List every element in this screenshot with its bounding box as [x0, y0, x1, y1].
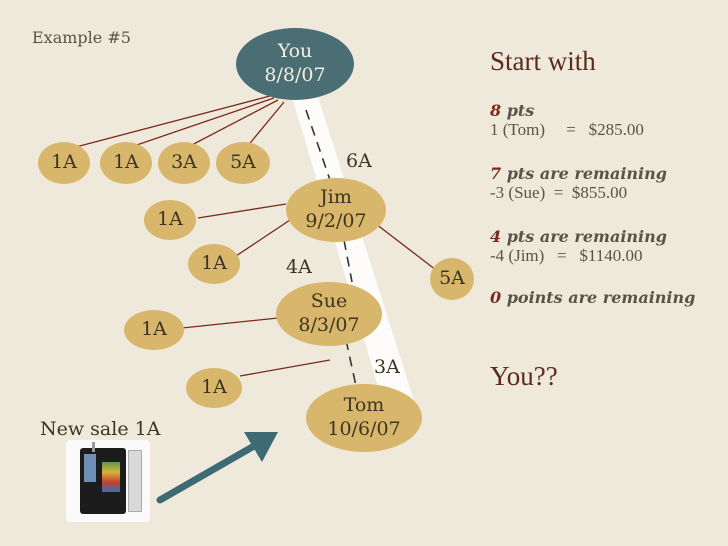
- block-4pts-title: 4 pts are remaining: [490, 227, 722, 246]
- device-panel: [128, 450, 142, 512]
- spine-highlight: [290, 90, 420, 420]
- block-7pts-label: pts are remaining: [501, 164, 667, 183]
- new-sale-label: New sale 1A: [40, 418, 161, 440]
- jim-node: Jim 9/2/07: [286, 178, 386, 242]
- block-7pts-title: 7 pts are remaining: [490, 164, 722, 183]
- line-you-1a-b: [127, 97, 275, 149]
- badge-label: 1A: [157, 208, 183, 231]
- sue-name: Sue: [310, 290, 348, 313]
- line-jim-5a: [375, 223, 437, 271]
- jim-name: Jim: [320, 186, 352, 209]
- badge-label: 1A: [113, 151, 139, 174]
- spine-label-4a: 4A: [286, 256, 312, 278]
- spine-sue-tom: [345, 339, 357, 387]
- block-4pts: 4 pts are remaining -4 (Jim) = $1140.00: [490, 227, 722, 266]
- sue-child-1a: 1A: [124, 310, 184, 350]
- tom-child-1a: 1A: [186, 368, 242, 408]
- sue-date: 8/3/07: [298, 314, 360, 336]
- block-8pts-title: 8 pts: [490, 101, 722, 120]
- info-panel: Start with 8 pts 1 (Tom) = $285.00 7 pts…: [490, 46, 722, 392]
- line-tom-1a: [239, 359, 331, 377]
- badge-label: 1A: [201, 252, 227, 275]
- you-name: You: [277, 40, 313, 63]
- block-0pts-label: points are remaining: [501, 288, 696, 307]
- jim-child-1a-left: 1A: [144, 200, 196, 240]
- line-you-1a-a: [71, 95, 271, 149]
- block-0pts: 0 points are remaining: [490, 288, 722, 307]
- block-4pts-line: -4 (Jim) = $1140.00: [490, 246, 643, 265]
- block-8pts-line: 1 (Tom) = $285.00: [490, 120, 644, 139]
- device-spout: [92, 442, 95, 452]
- badge-label: 1A: [201, 376, 227, 399]
- panel-heading: Start with: [490, 46, 596, 76]
- badge-5a-side: 5A: [430, 258, 474, 300]
- block-8pts-label: pts: [501, 101, 535, 120]
- block-8pts: 8 pts 1 (Tom) = $285.00: [490, 101, 722, 140]
- device-buttons: [102, 462, 120, 492]
- tom-node: Tom 10/6/07: [306, 384, 422, 452]
- block-8pts-num: 8: [490, 101, 502, 120]
- top-badge-3a: 3A: [158, 142, 210, 184]
- badge-label: 1A: [141, 318, 167, 341]
- top-badge-1a-a: 1A: [38, 142, 90, 184]
- badge-label: 5A: [439, 267, 465, 290]
- arrow-head: [244, 432, 278, 462]
- jim-date: 9/2/07: [305, 210, 367, 232]
- sue-node: Sue 8/3/07: [276, 282, 382, 346]
- block-7pts: 7 pts are remaining -3 (Sue) = $855.00: [490, 164, 722, 203]
- block-4pts-label: pts are remaining: [501, 227, 667, 246]
- top-badge-1a-b: 1A: [100, 142, 152, 184]
- you-date: 8/8/07: [264, 64, 326, 86]
- you-node: You 8/8/07: [236, 28, 354, 100]
- tom-date: 10/6/07: [327, 418, 401, 440]
- product-image: [66, 440, 150, 522]
- arrow-shaft: [156, 442, 258, 504]
- badge-label: 3A: [171, 151, 197, 174]
- spine-label-3a: 3A: [374, 356, 400, 378]
- jim-child-1a-lower: 1A: [188, 244, 240, 284]
- block-7pts-num: 7: [490, 164, 502, 183]
- block-0pts-num: 0: [490, 288, 502, 307]
- block-4pts-num: 4: [490, 227, 502, 246]
- line-jim-1a-lower: [235, 219, 291, 257]
- line-sue-1a: [181, 317, 279, 329]
- line-you-5a: [245, 101, 285, 149]
- block-7pts-line: -3 (Sue) = $855.00: [490, 183, 628, 202]
- spine-jim-sue: [343, 239, 353, 283]
- spine-you-jim: [305, 109, 331, 181]
- line-jim-1a-left: [197, 203, 287, 219]
- panel-question: You??: [490, 361, 558, 391]
- line-you-3a: [185, 99, 279, 149]
- spine-label-6a: 6A: [346, 150, 372, 172]
- top-badge-5a: 5A: [216, 142, 270, 184]
- slide-label: Example #5: [32, 28, 131, 47]
- device-screen: [84, 454, 96, 482]
- badge-label: 5A: [230, 151, 256, 174]
- tom-name: Tom: [343, 394, 385, 417]
- badge-label: 1A: [51, 151, 77, 174]
